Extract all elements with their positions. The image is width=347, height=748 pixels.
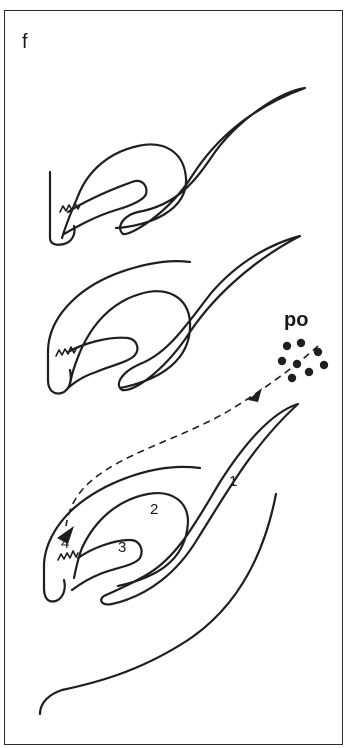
flower-middle [48, 236, 300, 394]
pollen-cluster [278, 339, 328, 382]
stage-label-2: 2 [150, 501, 158, 518]
pollen-tube-path [66, 346, 318, 526]
flower-top-outer-tepal [120, 88, 305, 234]
pollen-grain [278, 357, 286, 365]
flower-middle-outer-tepal [119, 236, 300, 390]
pollen-grain [305, 368, 313, 376]
pollen-path-arrow [248, 388, 262, 402]
flower-top [50, 88, 305, 245]
pollen-label: po [284, 309, 308, 331]
pollen-grain [320, 361, 328, 369]
flower-bottom-stem [44, 566, 65, 602]
flower-bottom-lower-sepal [40, 494, 276, 714]
flower-bottom-outer-tepal [101, 404, 298, 604]
stage-label-4: 4 [61, 535, 69, 552]
flower-bottom [40, 404, 298, 714]
flower-middle-stem [48, 352, 71, 394]
stage-label-1: 1 [229, 473, 237, 490]
pollen-grain [283, 342, 291, 350]
flower-bottom-stigma [58, 551, 78, 560]
pollen-grain [288, 374, 296, 382]
panel-label: f [22, 31, 28, 53]
pollen-grain [297, 339, 305, 347]
stage-label-3: 3 [118, 539, 126, 556]
